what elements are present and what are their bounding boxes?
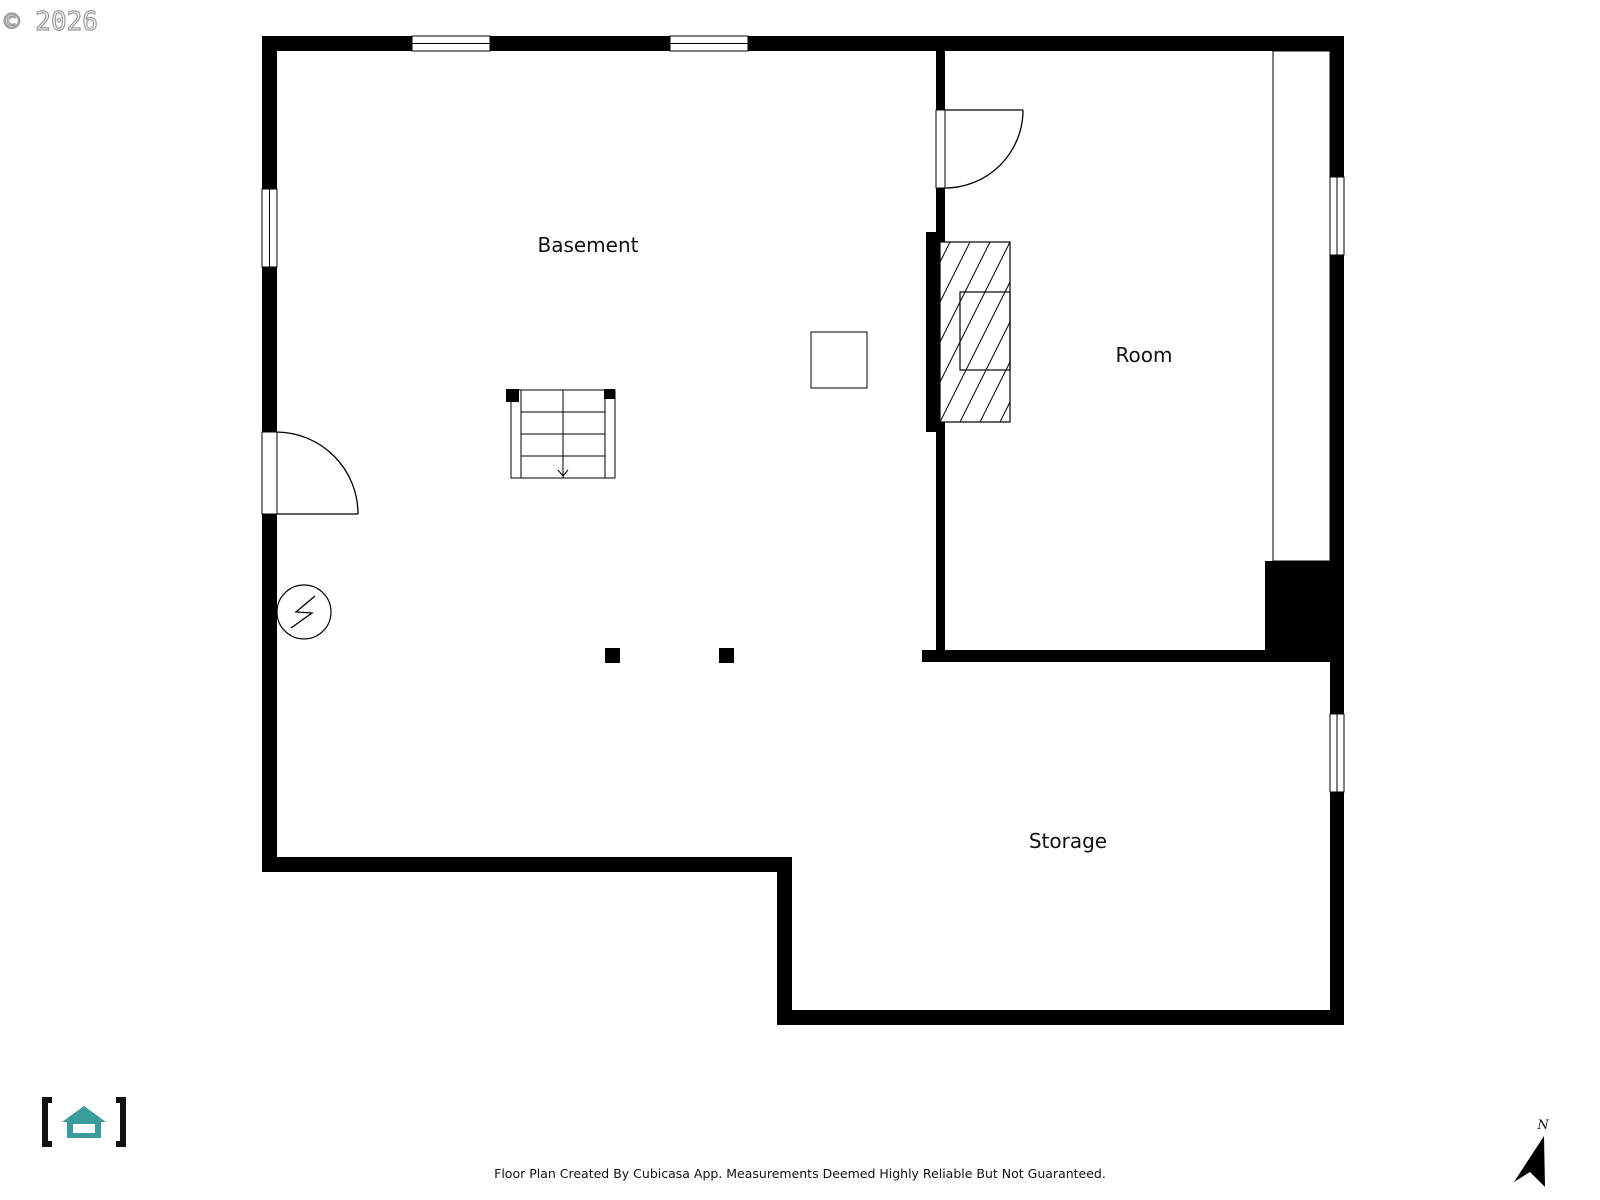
room-label-basement: Basement xyxy=(537,233,638,257)
window-right-2 xyxy=(1329,713,1345,793)
door-left-exterior xyxy=(261,431,359,515)
chase-block xyxy=(1265,561,1344,662)
wall-chimney xyxy=(926,232,940,432)
walls xyxy=(262,36,1344,1025)
copyright-watermark: © 2026 xyxy=(4,7,98,37)
stair-direction-arrow-icon xyxy=(557,469,569,477)
window-top-2 xyxy=(669,35,749,52)
room-closet-shelf xyxy=(1272,50,1331,562)
window-right-1 xyxy=(1329,176,1345,256)
window-left xyxy=(261,188,278,268)
utility-fixture xyxy=(810,331,868,389)
door-room xyxy=(935,109,1024,189)
window-top-1 xyxy=(411,35,491,52)
wall-bottom xyxy=(777,1010,1344,1025)
wall-step xyxy=(777,857,792,1025)
wall-bottom-left xyxy=(262,857,792,872)
doors xyxy=(261,109,1024,515)
house-icon xyxy=(62,1106,106,1138)
north-arrow-icon: N xyxy=(1514,1118,1549,1187)
staircase xyxy=(506,389,616,479)
wall-interior-horizontal xyxy=(922,650,1344,662)
room-label-room: Room xyxy=(1116,343,1173,367)
support-post-1 xyxy=(605,648,620,663)
room-label-storage: Storage xyxy=(1029,829,1107,853)
wall-top xyxy=(262,36,1344,51)
electrical-panel-icon xyxy=(276,584,332,640)
windows xyxy=(261,35,1345,793)
fireplace-hatched xyxy=(939,241,1011,423)
support-post-2 xyxy=(719,648,734,663)
footer-disclaimer: Floor Plan Created By Cubicasa App. Meas… xyxy=(494,1166,1106,1181)
cubicasa-logo xyxy=(42,1097,126,1147)
north-label: N xyxy=(1536,1118,1549,1133)
